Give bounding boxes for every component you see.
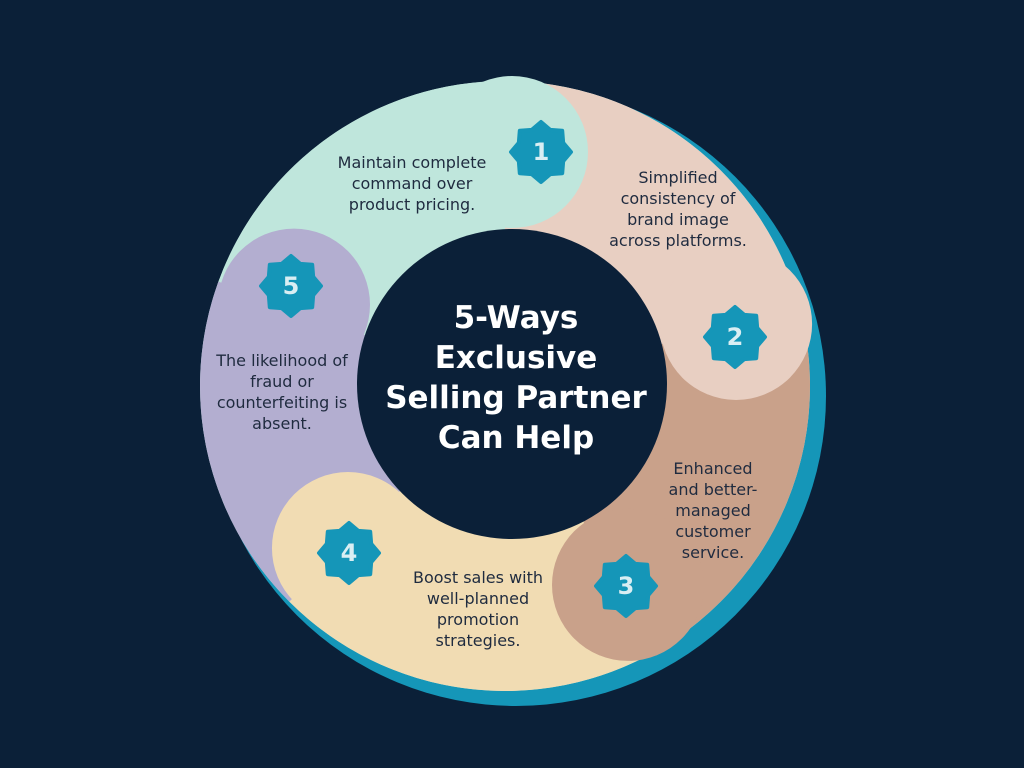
item-2-text: Simplified consistency of brand image ac… bbox=[609, 168, 747, 250]
badge-5-number: 5 bbox=[282, 272, 300, 300]
badge-2-number: 2 bbox=[726, 323, 744, 351]
center-circle bbox=[357, 229, 667, 539]
badge-4-number: 4 bbox=[340, 539, 358, 567]
badge-5-icon bbox=[259, 254, 323, 318]
badge-2-icon bbox=[703, 305, 767, 369]
badge-3-number: 3 bbox=[617, 572, 635, 600]
badge-1-number: 1 bbox=[532, 138, 550, 166]
item-5-text: The likelihood of fraud or counterfeitin… bbox=[216, 351, 348, 433]
badge-4-icon bbox=[317, 521, 381, 585]
diagram-title: 5-Ways Exclusive Selling Partner Can Hel… bbox=[385, 300, 647, 456]
item-3-text: Enhanced and better-managed customer ser… bbox=[668, 459, 758, 562]
badge-1-icon bbox=[509, 120, 573, 184]
item-4-text: Boost sales with well-planned promotion … bbox=[412, 568, 544, 650]
item-1-text: Maintain complete command over product p… bbox=[337, 153, 487, 214]
badge-3-icon bbox=[594, 554, 658, 618]
